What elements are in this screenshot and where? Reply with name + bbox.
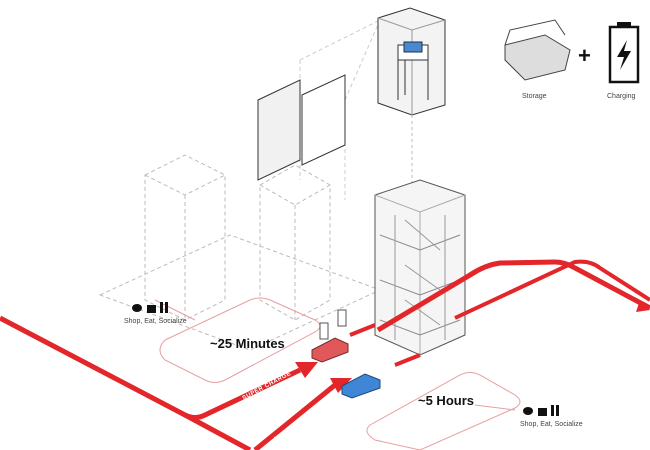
storage-icon: [504, 19, 571, 81]
charger-posts: [319, 309, 347, 340]
super-charge-arrowhead: [295, 362, 318, 378]
amenity-icons-left: [132, 302, 168, 313]
long-charge-car: [341, 373, 381, 399]
amenities-right-label: Shop, Eat, Socialize: [520, 421, 583, 428]
legend-plus: +: [578, 43, 591, 68]
charging-tower: [374, 179, 466, 356]
super-charge-car: [311, 337, 349, 363]
red-routes: [0, 259, 650, 450]
legend-storage-label: Storage: [522, 93, 547, 100]
long-charge-duration: ~5 Hours: [418, 393, 474, 408]
storage-module: [377, 7, 446, 116]
legend-charging-label: Charging: [607, 93, 636, 100]
facade-panels: [257, 74, 346, 181]
battery-charging-icon: [608, 22, 640, 84]
super-charge-duration: ~25 Minutes: [210, 336, 285, 351]
ghost-buildings: [98, 19, 382, 351]
amenity-icons-right: [523, 405, 559, 416]
long-charge-arrowhead: [330, 378, 352, 393]
amenities-left-label: Shop, Eat, Socialize: [124, 318, 187, 325]
